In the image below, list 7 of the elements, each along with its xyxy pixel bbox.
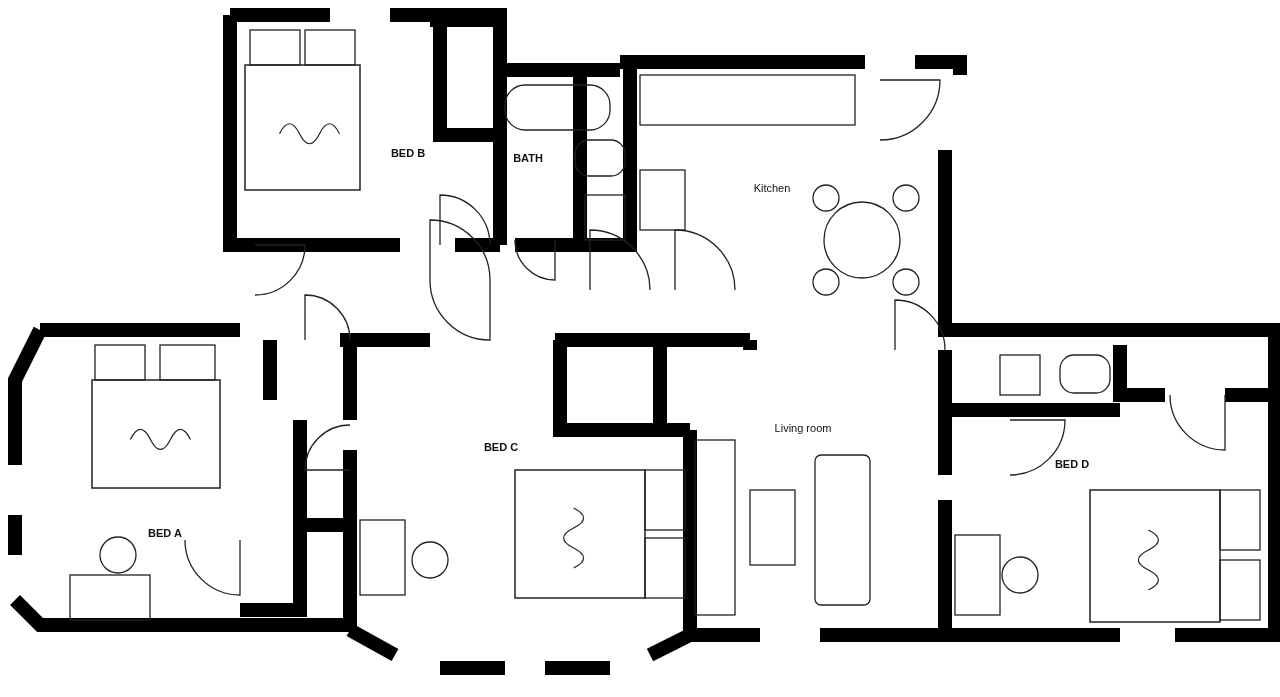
room-label: BED D xyxy=(1054,458,1090,470)
room-label: BED C xyxy=(483,441,519,453)
room-label: Kitchen xyxy=(753,182,791,194)
room-label: BATH xyxy=(513,152,543,164)
room-label: BED A xyxy=(148,527,182,539)
room-label: Living room xyxy=(774,422,832,434)
room-label: BED B xyxy=(390,147,426,159)
